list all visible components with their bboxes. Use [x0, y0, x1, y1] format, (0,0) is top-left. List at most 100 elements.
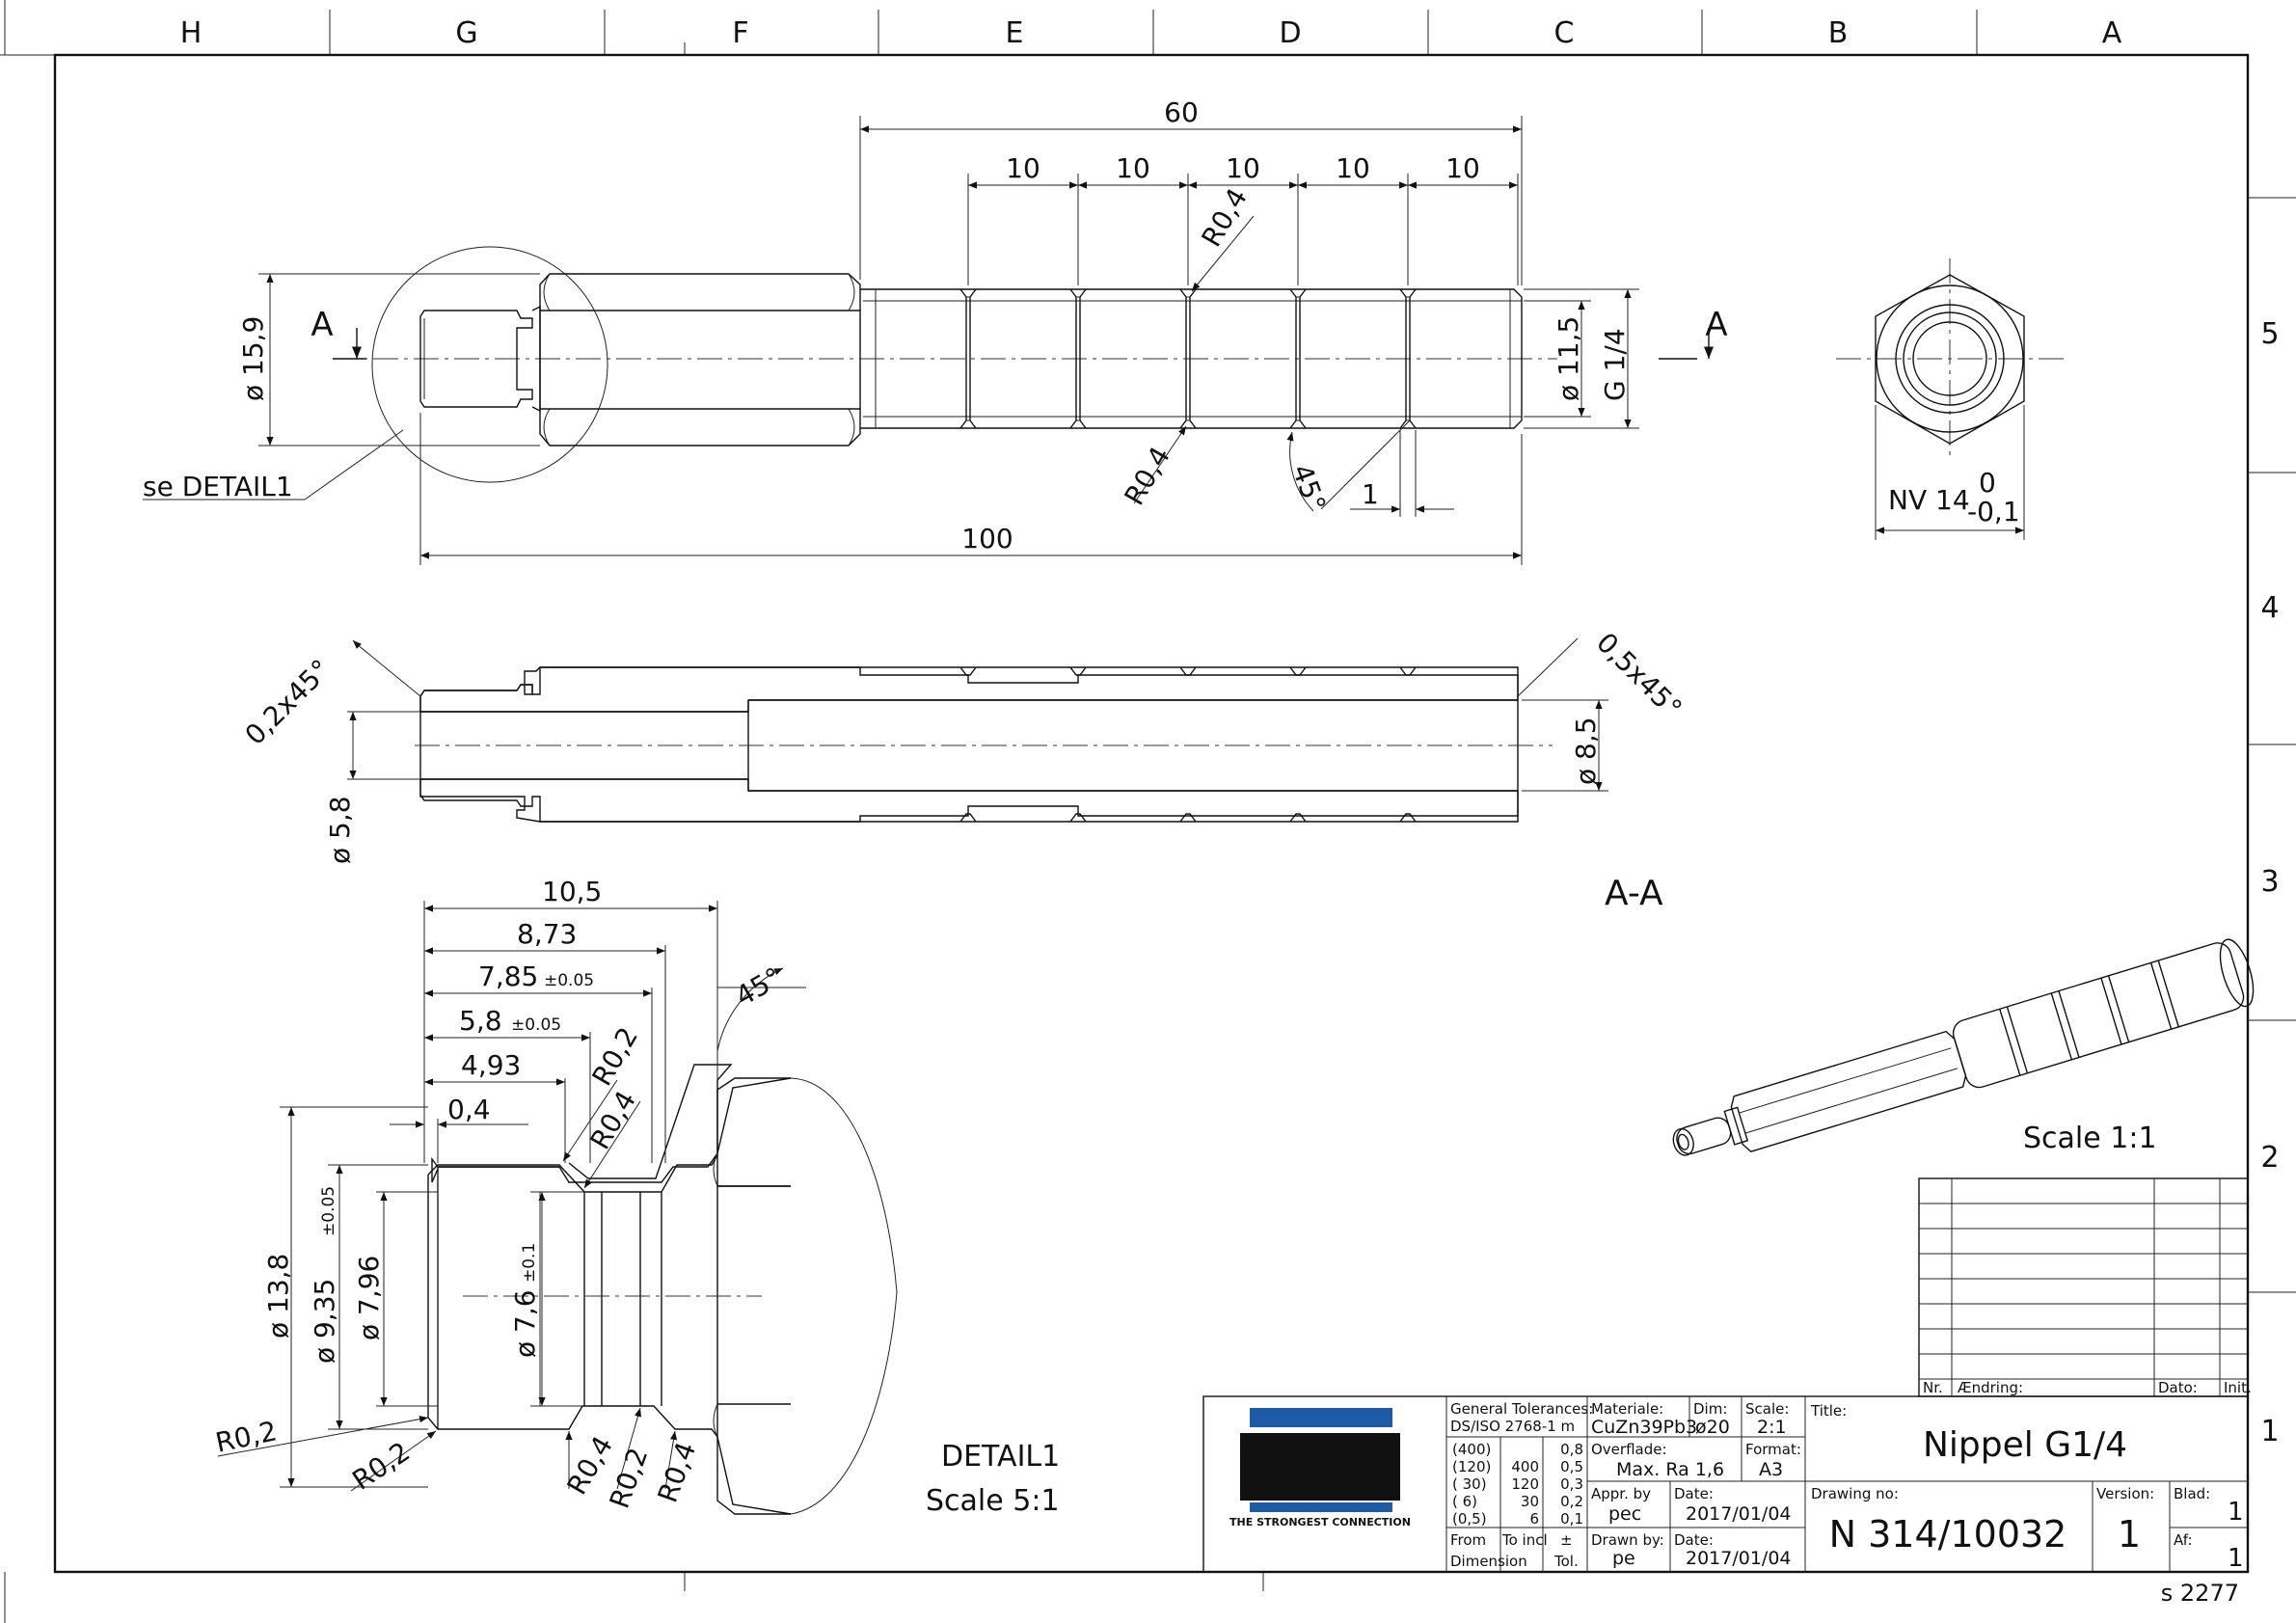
dim-100: 100 [961, 523, 1013, 555]
detail-dia-76: ø 7,6 [509, 1289, 541, 1358]
zone-label: B [1828, 16, 1849, 50]
zone-label: 4 [2260, 591, 2279, 625]
drawing-title: Nippel G1/4 [1923, 1425, 2127, 1465]
chamfer-angle: 45° [1285, 460, 1332, 516]
zone-label: D [1279, 16, 1301, 50]
detail-dim-105: 10,5 [542, 876, 602, 907]
title-label: Title: [1810, 1402, 1847, 1420]
surface-value: Max. Ra 1,6 [1616, 1459, 1724, 1480]
drawn-label: Drawn by: [1591, 1531, 1664, 1549]
format-value: A3 [1759, 1459, 1783, 1480]
tol-row-1-tol: 0,8 [1560, 1441, 1583, 1458]
tol-row-5-tol: 0,1 [1560, 1510, 1583, 1528]
dim-step: 1 [1362, 478, 1379, 510]
detail-dia-796: ø 7,96 [353, 1256, 385, 1340]
bore-small-dia: ø 5,8 [324, 796, 356, 864]
rev-init-header: Init. [2224, 1379, 2252, 1396]
appr-date-label: Date: [1674, 1485, 1714, 1502]
iso-view: Scale 1:1 [1672, 938, 2255, 1156]
detail-callout: se DETAIL1 [143, 471, 293, 502]
detail-view: 10,5 8,73 7,85 ±0.05 5,8 ±0.05 4,93 0,4 … [213, 876, 1061, 1518]
across-flats: NV 14 [1888, 484, 1970, 516]
version-label: Version: [2096, 1485, 2154, 1502]
dim-10-e: 10 [1445, 152, 1480, 184]
section-mark-left: A [311, 306, 333, 344]
surface-label: Overflade: [1591, 1441, 1667, 1458]
tol-row-4-from: ( 6) [1452, 1493, 1477, 1510]
zone-label: 2 [2260, 1141, 2279, 1175]
tol-row-2-from: (120) [1452, 1458, 1491, 1475]
detail-tol-935: ±0.05 [319, 1186, 338, 1236]
zone-label: E [1006, 16, 1024, 50]
af-tol-lower: -0,1 [1967, 496, 2020, 527]
title-block: NiTo THE STRONGEST CONNECTION General To… [1202, 1395, 2249, 1573]
material-value: CuZn39Pb3 [1591, 1417, 1697, 1438]
dim-10-d: 10 [1336, 152, 1370, 184]
of-label: Af: [2174, 1531, 2193, 1549]
drawing-no: N 314/10032 [1829, 1513, 2067, 1555]
dim-60: 60 [1164, 96, 1199, 128]
detail-dim-785: 7,85 [478, 960, 538, 992]
logo-box [1240, 1433, 1400, 1501]
of-value: 1 [2228, 1544, 2244, 1573]
tol-row-4-tol: 0,2 [1560, 1493, 1583, 1510]
drawn-value: pe [1612, 1548, 1635, 1569]
rev-date-header: Dato: [2158, 1379, 2198, 1396]
detail-dim-58: 5,8 [459, 1005, 502, 1037]
tol-row-1-from: (400) [1452, 1441, 1491, 1458]
dimension-label: Dimension [1450, 1553, 1527, 1570]
chamfer-left: 0,2x45° [239, 653, 338, 751]
material-label: Materiale: [1591, 1400, 1663, 1418]
detail-dim-873: 8,73 [517, 918, 577, 950]
format-label: Format: [1745, 1441, 1801, 1458]
detail-label: DETAIL1 [941, 1440, 1060, 1474]
zone-label: F [732, 16, 748, 50]
scale-label: Scale: [1745, 1400, 1789, 1418]
revision-table: Nr. Ændring: Dato: Init. [1918, 1177, 2252, 1397]
gen-tol-std: DS/ISO 2768-1 m [1450, 1418, 1575, 1435]
zone-labels-right: 5 4 3 2 1 [2260, 317, 2279, 1448]
version-value: 1 [2118, 1513, 2141, 1555]
front-view: 60 10 10 10 10 10 R0,4 100 ø 15,9 ø 11,5… [143, 96, 1728, 565]
drawn-date-label: Date: [1674, 1531, 1714, 1549]
zone-label: A [2102, 16, 2122, 50]
zone-label: 3 [2260, 865, 2279, 899]
dim-10-b: 10 [1116, 152, 1150, 184]
detail-dia-138: ø 13,8 [262, 1254, 294, 1339]
dim-groove-dia: ø 11,5 [1553, 316, 1584, 401]
appr-label: Appr. by [1591, 1485, 1651, 1502]
drawing-no-label: Drawing no: [1811, 1485, 1899, 1502]
scale-value: 2:1 [1757, 1417, 1787, 1438]
dim-10-c: 10 [1226, 152, 1260, 184]
detail-tol-58: ±0.05 [511, 1015, 561, 1035]
rev-nr-header: Nr. [1923, 1379, 1943, 1396]
tol-row-4-to: 30 [1521, 1493, 1539, 1510]
iso-scale: Scale 1:1 [2023, 1122, 2157, 1155]
sheet-code: s 2277 [2161, 1580, 2239, 1607]
tol-label: Tol. [1553, 1553, 1579, 1570]
zone-label: G [455, 16, 477, 50]
section-view: 0,2x45° 0,5x45° ø 5,8 ø 8,5 A-A [239, 627, 1688, 913]
logo-tagline: THE STRONGEST CONNECTION [1229, 1516, 1411, 1528]
zone-label: C [1554, 16, 1575, 50]
from-label: From [1450, 1531, 1486, 1549]
appr-value: pec [1608, 1503, 1641, 1525]
zone-label: H [180, 16, 203, 50]
detail-radius-bottom-1: R0,2 [213, 1415, 280, 1459]
dim-hex-dia: ø 15,9 [237, 316, 269, 401]
detail-angle: 45° [730, 961, 787, 1013]
appr-date: 2017/01/04 [1686, 1503, 1792, 1525]
detail-tol-76: ±0.1 [520, 1243, 539, 1283]
dim-thread: G 1/4 [1599, 328, 1631, 401]
section-mark-right: A [1705, 306, 1727, 344]
end-view: NV 14 0 -0,1 [1836, 258, 2066, 540]
section-title: A-A [1605, 874, 1663, 913]
bore-large-dia: ø 8,5 [1570, 717, 1602, 785]
tol-row-3-from: ( 30) [1452, 1475, 1487, 1493]
drawn-date: 2017/01/04 [1686, 1548, 1792, 1569]
detail-radius-top-1: R0,2 [585, 1022, 644, 1092]
sheet-value: 1 [2228, 1498, 2244, 1527]
zone-labels-top: H G F E D C B A [180, 16, 2122, 50]
logo-band [1250, 1408, 1392, 1427]
